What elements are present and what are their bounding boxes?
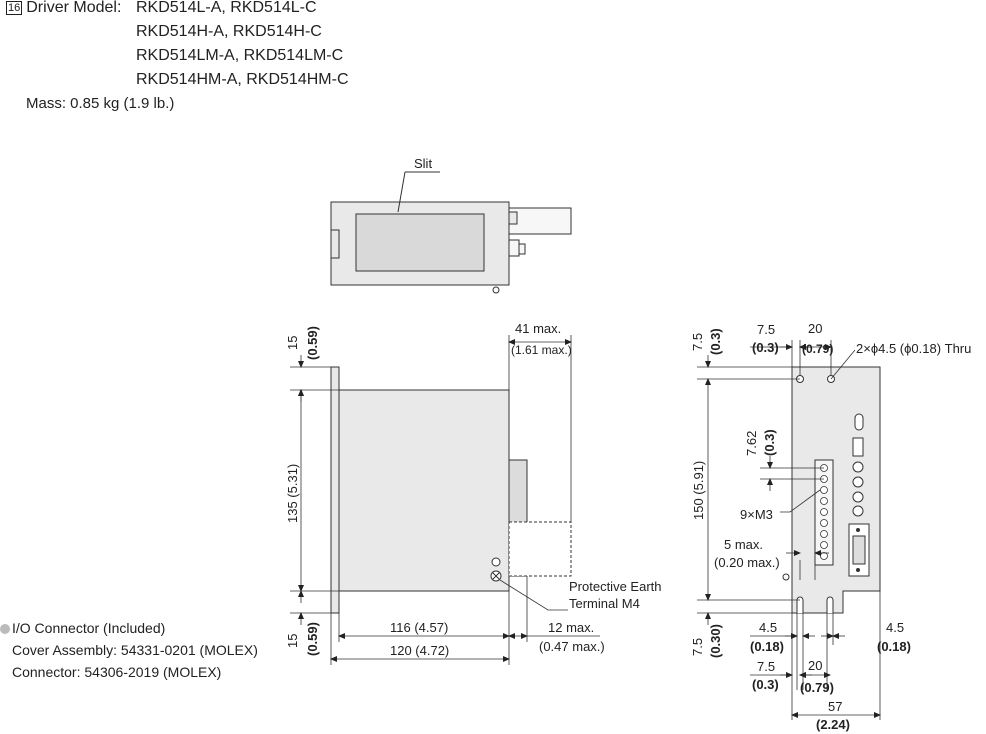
dim-12: 12 max. [548, 620, 594, 635]
dim-20-top-in: (0.79) [802, 342, 833, 356]
dim-15-top: 15 [285, 336, 300, 350]
dim-4-5-left: 4.5 [759, 620, 777, 635]
io-note-connector: Connector: 54306-2019 (MOLEX) [12, 664, 222, 680]
dim-57: 57 [828, 699, 842, 714]
slit-label: Slit [414, 156, 432, 171]
dim-5-in: (0.20 max.) [714, 555, 780, 570]
dim-4-5-right: 4.5 [886, 620, 904, 635]
dim-7-5-bot-h-in: (0.3) [752, 677, 779, 692]
bullet-icon [0, 624, 10, 634]
dim-4-5-right-in: (0.18) [877, 639, 911, 654]
dim-7-5-bot-h: 7.5 [757, 659, 775, 674]
pe-label-2: Terminal M4 [569, 596, 640, 611]
side-view [330, 366, 572, 614]
side-dimensions [290, 335, 600, 665]
slit-panel [355, 213, 485, 272]
dim-135: 135 (5.31) [285, 464, 300, 523]
dim-7-5-bot-in: (0.30) [708, 624, 723, 658]
top-connector [508, 207, 572, 235]
m3-label: 9×M3 [740, 507, 773, 522]
side-io-connector [508, 521, 572, 577]
dim-20-bot-in: (0.79) [800, 680, 834, 695]
dim-7-5-top-h: 7.5 [757, 322, 775, 337]
dim-150: 150 (5.91) [691, 461, 706, 520]
dim-41-in: (1.61 max.) [511, 343, 572, 357]
dim-120: 120 (4.72) [390, 643, 449, 658]
dim-20-top: 20 [808, 321, 822, 336]
model-line-2: RKD514H-A, RKD514H-C [136, 23, 322, 40]
ground-symbol-icon [491, 557, 501, 567]
model-line-3: RKD514LM-A, RKD514LM-C [136, 47, 344, 64]
hole-label: 2×ϕ4.5 (ϕ0.18) Thru [856, 341, 971, 356]
figure-badge: 16 [6, 1, 23, 15]
dim-15-bot-in: (0.59) [305, 622, 320, 656]
side-body [338, 389, 510, 592]
io-note-title: I/O Connector (Included) [0, 619, 165, 637]
dim-15-bot: 15 [285, 634, 300, 648]
dim-116: 116 (4.57) [390, 620, 448, 635]
dim-7-5-top-h-in: (0.3) [752, 340, 779, 355]
terminal-screws [820, 464, 828, 560]
dim-7-62-in: (0.3) [762, 429, 777, 456]
dim-7-62: 7.62 [744, 431, 759, 456]
top-view [330, 171, 572, 294]
dim-4-5-left-in: (0.18) [750, 639, 784, 654]
model-line-1: RKD514L-A, RKD514L-C [136, 0, 317, 16]
front-dimensions [697, 340, 881, 720]
dim-7-5-top-v: 7.5 [690, 333, 705, 351]
model-line-4: RKD514HM-A, RKD514HM-C [136, 71, 349, 88]
front-view [782, 366, 881, 614]
dim-12-in: (0.47 max.) [539, 639, 605, 654]
dim-20-bot: 20 [808, 658, 822, 673]
dim-41: 41 max. [515, 321, 561, 336]
dim-15-top-in: (0.59) [305, 326, 320, 360]
dim-7-5-top-v-in: (0.3) [708, 328, 723, 355]
dim-57-in: (2.24) [816, 717, 850, 732]
driver-model-label: Driver Model: [26, 0, 122, 16]
io-note-cover: Cover Assembly: 54331-0201 (MOLEX) [12, 642, 258, 658]
pe-label-1: Protective Earth [569, 579, 662, 594]
io-note-title-text: I/O Connector (Included) [12, 620, 166, 636]
dim-7-5-bot: 7.5 [690, 638, 705, 656]
mass-text: Mass: 0.85 kg (1.9 lb.) [26, 95, 175, 112]
dim-5: 5 max. [724, 537, 763, 552]
side-flange [330, 366, 340, 614]
